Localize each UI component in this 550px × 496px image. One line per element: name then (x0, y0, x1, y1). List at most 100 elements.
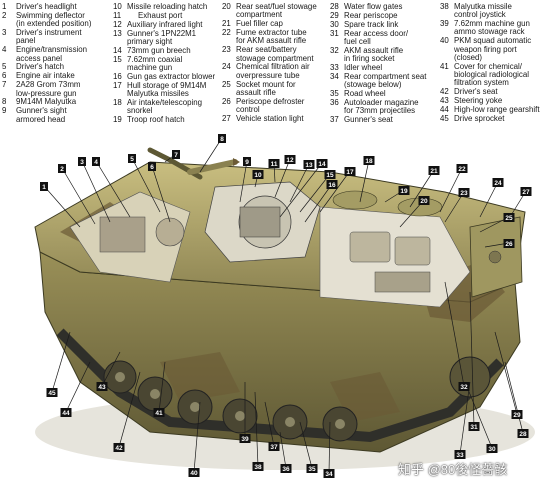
callout-box (96, 382, 108, 391)
leader-line (464, 381, 493, 449)
callout-number: 10 (254, 172, 262, 179)
legend-item-number: 21 (222, 19, 231, 29)
legend-item-number: 26 (222, 96, 231, 106)
leader-line (319, 170, 351, 213)
callout-box (492, 178, 504, 187)
idler-wheel (449, 356, 491, 398)
legend-item-label: 73mm gun breech (127, 45, 191, 55)
legend-item-label: Idler wheel (344, 63, 383, 73)
legend-item: 21 Fuel filler cap (222, 19, 317, 29)
callout-box (128, 154, 136, 163)
legend-item-label: Periscope defroster control (236, 96, 305, 115)
leader-line (239, 160, 248, 203)
legend-item-label: 9M14M Malyutka (16, 97, 77, 107)
legend-item-label: Fuel filler cap (236, 19, 283, 29)
callout-box (280, 464, 292, 473)
legend-item-label: Rear seat/battery stowage compartment (236, 45, 314, 63)
callout-number: 8 (220, 136, 224, 143)
leader-line (279, 431, 287, 469)
callout-box (268, 159, 280, 168)
callout-number: 11 (271, 161, 278, 168)
legend-item-number: 25 (222, 79, 231, 89)
callout-number: 5 (130, 156, 134, 163)
callout-box (520, 187, 532, 196)
leader-line (151, 165, 171, 223)
callout-number: 20 (420, 198, 428, 205)
callout-number: 41 (155, 410, 163, 417)
callout-number: 22 (458, 166, 466, 173)
leader-line (469, 291, 475, 427)
legend-item-label: Vehicle station light (236, 114, 304, 124)
callout-number: 23 (460, 190, 468, 197)
rear-periscope (488, 250, 502, 264)
callout-box (458, 382, 470, 391)
legend-item-label: 7.62mm machine gun ammo stowage rack (454, 19, 530, 37)
callout-box (172, 150, 180, 159)
legend-item-label: Rear compartment seat (stowage below) (344, 71, 427, 90)
camo-patch (160, 352, 240, 402)
callout-number: 33 (456, 452, 464, 459)
callout-box (398, 186, 410, 195)
wheel-hub (190, 402, 200, 412)
legend-item-number: 37 (330, 115, 339, 125)
legend-item-number: 19 (113, 115, 122, 125)
legend-item-number: 29 (330, 10, 339, 20)
legend-item-number: 34 (330, 71, 339, 81)
callout-number: 45 (48, 390, 56, 397)
callout-number: 2 (60, 166, 64, 173)
leader-line (304, 183, 333, 223)
callout-number: 37 (270, 444, 278, 451)
callout-box (326, 180, 338, 189)
legend-item-label: Driver's headlight (16, 2, 77, 11)
callout-box (517, 429, 529, 438)
legend-item-number: 42 (440, 87, 449, 97)
callout-number: 36 (282, 466, 290, 473)
legend-item: 11 Exhaust port (113, 10, 215, 20)
leader-line (494, 331, 518, 415)
callout-box (306, 464, 318, 473)
callout-number: 7 (174, 152, 178, 159)
callout-box (252, 170, 264, 179)
legend-item-label: Gunner's 1PN22M1 primary sight (127, 28, 197, 46)
gun-breech (239, 206, 281, 238)
leader-line (254, 391, 259, 467)
legend-item: 23 Rear seat/battery stowage compartment (222, 46, 317, 63)
legend-item-number: 17 (113, 80, 122, 90)
legend-item-number: 6 (2, 71, 7, 81)
callout-box (148, 162, 156, 171)
callout-box (268, 442, 280, 451)
legend-item-label: Exhaust port (127, 10, 183, 20)
legend-item-number: 20 (222, 2, 231, 11)
leader-line (299, 421, 313, 469)
rear-seat (394, 236, 431, 266)
legend-item-label: Fume extractor tube for AKM assault rifl… (236, 28, 307, 46)
legend-item-label: Missile reloading hatch (127, 2, 208, 11)
leader-line (193, 401, 201, 473)
driver-station (155, 217, 185, 247)
callout-box (188, 468, 200, 477)
legend-item-number: 23 (222, 45, 231, 55)
wheel-hub (235, 411, 245, 421)
leader-line (43, 185, 81, 228)
callout-number: 35 (308, 466, 316, 473)
legend-item: 26 Periscope defroster control (222, 96, 317, 115)
callout-number: 19 (400, 188, 408, 195)
legend-item-label: Chemical filtration air overpressure tub… (236, 62, 310, 80)
legend-item-number: 2 (2, 10, 7, 20)
legend-item-number: 40 (440, 36, 449, 46)
